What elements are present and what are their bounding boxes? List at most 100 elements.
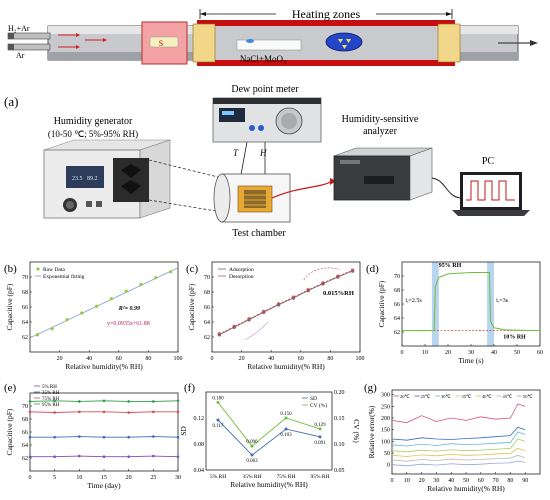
x-tick-label: 10 xyxy=(422,350,428,356)
data-point xyxy=(306,288,310,292)
data-point xyxy=(176,399,180,403)
panel-label-d: (d) xyxy=(366,263,379,275)
data-point xyxy=(284,416,288,420)
hysteresis-label: 0.015%RH xyxy=(323,290,354,297)
y2-axis-label: CV (%) xyxy=(352,419,361,443)
data-label: 0.150 xyxy=(280,412,292,417)
data-label: 0.103 xyxy=(280,433,292,438)
x-tick-label: 10 xyxy=(76,475,82,481)
data-point xyxy=(169,270,173,274)
x-tick-label: 15 xyxy=(101,475,107,481)
panel-label-e: (e) xyxy=(4,382,17,394)
data-point xyxy=(80,311,84,315)
data-point xyxy=(53,435,56,439)
analyzer-label-1: Humidity-sensitive xyxy=(342,114,419,125)
y-tick-label: 70 xyxy=(22,404,28,410)
series-line-0 xyxy=(391,403,526,424)
panel-label-c: (c) xyxy=(186,263,199,275)
series-line-1 xyxy=(217,402,321,447)
data-point xyxy=(102,410,106,414)
data-point xyxy=(350,268,355,272)
legend-entry: 95% RH xyxy=(42,403,60,408)
y-axis-label: Relative error(%) xyxy=(367,405,376,458)
data-point xyxy=(176,455,180,459)
boat-label: S xyxy=(159,39,163,48)
fit-line xyxy=(29,267,179,339)
y-tick-label: 64 xyxy=(204,320,210,326)
panel-label-f: (f) xyxy=(184,382,195,394)
x-tick-label: 40 xyxy=(86,356,92,362)
annotation-10rh: 10% RH xyxy=(503,334,526,340)
series-line-1 xyxy=(219,269,353,335)
series-line-2 xyxy=(391,431,526,447)
data-point xyxy=(95,304,99,308)
fit-equation-label: y=0.0935x+61.88 xyxy=(107,321,150,327)
data-point xyxy=(127,435,130,439)
x-tick-label: 50 xyxy=(463,478,469,484)
data-point xyxy=(152,454,155,458)
gas-label: H₂+Ar xyxy=(8,24,30,33)
y-tick-label: 64 xyxy=(22,443,28,449)
series-line-6 xyxy=(391,460,526,467)
data-point xyxy=(78,410,81,414)
legend-raw-data: Raw Data xyxy=(43,267,65,273)
y2-tick-label: 0.20 xyxy=(334,390,345,396)
h-label: H xyxy=(259,148,267,158)
humidity-range-label: (10-50 ℃; 5%-95% RH) xyxy=(48,129,138,139)
series-line-0 xyxy=(219,270,353,336)
analyzer-device xyxy=(333,147,433,201)
data-point xyxy=(276,302,281,306)
data-point xyxy=(28,410,32,414)
data-point xyxy=(152,410,155,414)
y-tick-label: 68 xyxy=(394,288,400,294)
legend-entry: 40℃ xyxy=(482,394,493,399)
dew-point-meter-device xyxy=(212,97,322,143)
legend-entry: 20℃ xyxy=(400,394,411,399)
panel-label-g: (g) xyxy=(364,382,377,394)
y-tick-label: 0.08 xyxy=(194,442,205,448)
y2-tick-label: 0.15 xyxy=(334,416,345,422)
data-point xyxy=(50,327,54,331)
data-point xyxy=(28,400,32,403)
y-tick-label: 250 xyxy=(381,404,390,410)
heating-zones-label: Heating zones xyxy=(292,7,361,21)
ar-label: Ar xyxy=(16,51,25,60)
data-point xyxy=(124,289,128,293)
x-tick-label: 40 xyxy=(448,478,454,484)
data-point xyxy=(53,455,56,459)
data-point xyxy=(78,400,81,403)
x-tick-label: 40 xyxy=(491,350,497,356)
x-axis-label: Relative humidity(% RH) xyxy=(247,362,325,371)
data-point xyxy=(152,400,155,403)
legend-entry: 50℃ xyxy=(523,394,534,399)
data-point xyxy=(28,455,32,459)
x-tick-label: 90 xyxy=(522,478,528,484)
series-line-5 xyxy=(391,454,526,462)
data-point xyxy=(109,297,113,301)
y-tick-label: 62 xyxy=(394,330,400,336)
x-tick-label: 60 xyxy=(298,356,304,362)
desorption-arrow xyxy=(303,267,340,281)
data-point xyxy=(176,410,180,414)
y-tick-label: 66 xyxy=(394,302,400,308)
x-tick-label: 0 xyxy=(401,350,404,356)
data-point xyxy=(139,282,143,287)
data-point xyxy=(102,399,106,403)
pc-label: PC xyxy=(482,156,495,167)
y-axis-label: Capacitive (pF) xyxy=(5,283,14,330)
panel-label-b: (b) xyxy=(4,263,17,275)
data-point xyxy=(262,309,266,314)
y-tick-label: 66 xyxy=(22,305,28,311)
data-point xyxy=(127,400,130,403)
data-point xyxy=(127,411,130,414)
y-tick-label: 50 xyxy=(384,451,390,457)
svg-text:23.5: 23.5 xyxy=(72,176,83,182)
data-point xyxy=(291,295,296,299)
y-tick-label: 0.04 xyxy=(194,468,205,474)
x-tick-label: 0 xyxy=(29,475,32,481)
recovery-time-label: tᵣ=3s xyxy=(496,298,508,304)
x-tick-label: 95% RH xyxy=(310,474,329,480)
data-point xyxy=(284,427,288,431)
data-label: 0.129 xyxy=(314,423,326,428)
